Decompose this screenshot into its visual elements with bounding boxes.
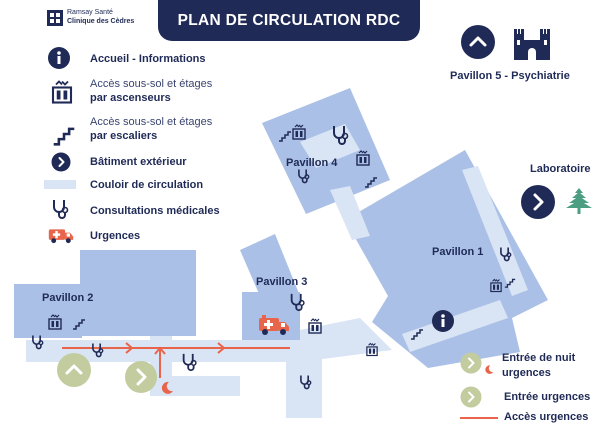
elevator-icon (292, 124, 306, 140)
stethoscope-icon (333, 126, 349, 145)
stethoscope-icon (500, 247, 512, 262)
stairs-icon (73, 319, 85, 330)
chevron-right-icon (460, 352, 482, 374)
ramsay-logo-icon (47, 10, 63, 26)
corridor-swatch (44, 180, 76, 189)
elevator-icon (366, 342, 378, 357)
emergency-route-arrow-2 (217, 342, 226, 354)
corridor-pav4-inner (300, 124, 360, 168)
stethoscope-icon (300, 375, 312, 390)
stairs-icon (279, 131, 291, 142)
stairs-icon (411, 329, 423, 340)
legend-stairs-line-1: Accès sous-sol et étages (90, 116, 213, 128)
elevator-icon (48, 314, 62, 330)
info-icon[interactable] (431, 309, 455, 333)
moon-icon (161, 381, 173, 394)
night-entry-marker[interactable] (56, 352, 92, 388)
legend-accueil: Accueil - Informations (90, 53, 206, 65)
elevator-icon (51, 80, 73, 104)
chevron-right-icon (460, 386, 482, 408)
emergency-route-arrow-up (154, 346, 166, 355)
cedar-tree-icon (566, 188, 592, 214)
legend-stairs-line-2: par escaliers (90, 130, 158, 142)
legend-elevators-line-1: Accès sous-sol et étages (90, 78, 213, 90)
stethoscope-icon (290, 293, 305, 312)
elevator-icon (490, 278, 502, 293)
info-icon (48, 47, 70, 69)
legend-emergency-access: Accès urgences (504, 411, 589, 423)
label-pavillon-4: Pavillon 4 (286, 157, 338, 169)
building-pavillon-2 (80, 250, 196, 336)
stethoscope-icon (32, 335, 44, 350)
legend-elevators-line-2: par ascenseurs (90, 92, 171, 104)
legend-consultations: Consultations médicales (90, 205, 220, 217)
legend-urgences: Urgences (90, 230, 141, 242)
stethoscope-icon (298, 169, 310, 184)
label-pavillon-1: Pavillon 1 (432, 246, 484, 258)
brand-line-2: Clinique des Cèdres (67, 17, 135, 25)
stethoscope-icon (182, 353, 197, 372)
label-pavillon-5: Pavillon 5 - Psychiatrie (450, 70, 570, 82)
chevron-right-icon[interactable] (520, 184, 556, 220)
page-title: PLAN DE CIRCULATION RDC (158, 0, 420, 41)
building-pavillon-3-tower (240, 234, 300, 310)
legend-night-entry-line-1: Entrée de nuit (502, 352, 576, 364)
chevron-up-icon[interactable] (460, 24, 496, 60)
building-pavillon-2-wing (14, 284, 82, 338)
corridor-pav1-south (402, 300, 508, 352)
elevator-icon (308, 318, 322, 334)
label-laboratoire: Laboratoire (530, 163, 591, 175)
emergency-entry-marker[interactable] (124, 360, 158, 394)
ambulance-icon (48, 229, 74, 244)
stairs-icon (504, 278, 516, 288)
moon-icon (485, 365, 494, 374)
legend-night-entry: Entrée de nuit urgences (502, 351, 575, 381)
emergency-route-swatch (460, 417, 498, 419)
legend-exterior: Bâtiment extérieur (90, 156, 187, 168)
brand-line-1: Ramsay Santé (67, 9, 113, 16)
legend-corridor: Couloir de circulation (90, 179, 204, 191)
label-pavillon-2: Pavillon 2 (42, 292, 94, 304)
legend-stairs: Accès sous-sol et étages par escaliers (90, 115, 212, 143)
stethoscope-icon (92, 343, 104, 358)
stethoscope-icon (53, 200, 69, 219)
label-pavillon-3: Pavillon 3 (256, 276, 308, 288)
corridor-lower (150, 376, 240, 396)
emergency-route-arrow-1 (125, 342, 134, 354)
legend-night-entry-line-2: urgences (502, 367, 551, 379)
stairs-icon (365, 177, 377, 188)
ambulance-icon[interactable] (258, 314, 290, 336)
stairs-icon (53, 127, 75, 146)
chevron-right-icon (51, 152, 71, 172)
legend-elevators: Accès sous-sol et étages par ascenseurs (90, 77, 212, 105)
castle-icon (514, 29, 550, 60)
legend-emergency-entry: Entrée urgences (504, 391, 591, 403)
brand-name: Ramsay Santé Clinique des Cèdres (67, 9, 134, 26)
elevator-icon (356, 150, 370, 166)
corridor-pav1-north (462, 166, 528, 296)
corridor-pav4 (330, 186, 370, 240)
